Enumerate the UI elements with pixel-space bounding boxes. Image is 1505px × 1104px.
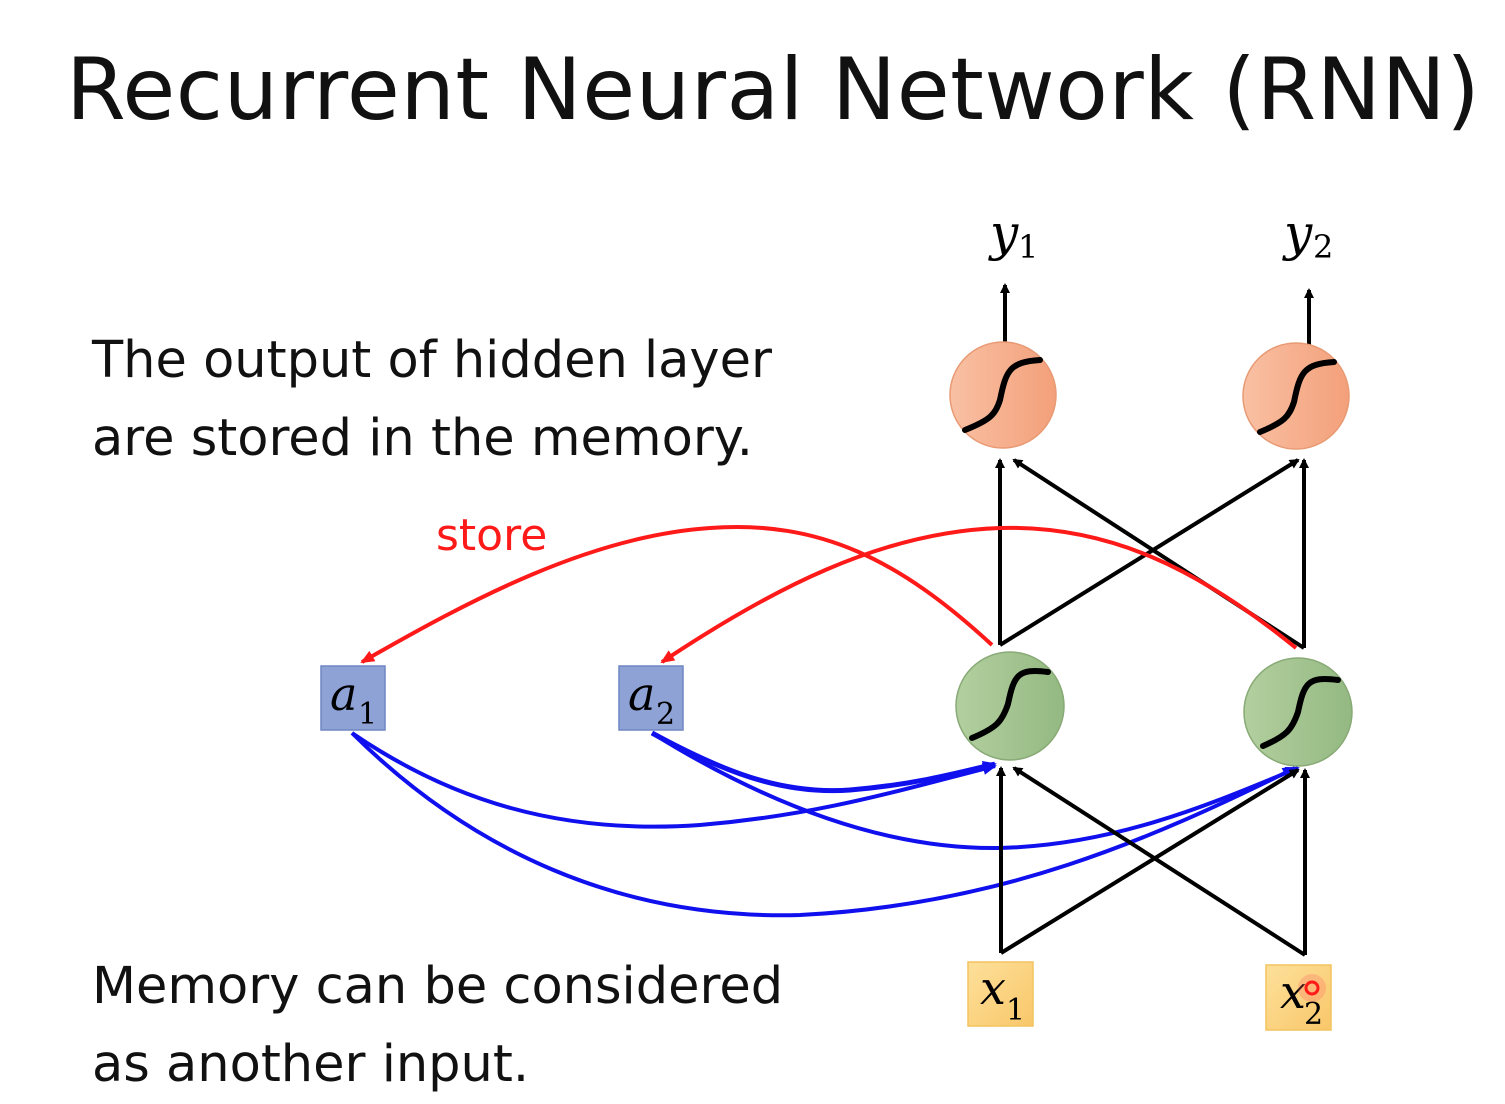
sigmoid-icon bbox=[1257, 359, 1337, 435]
slide-title: Recurrent Neural Network (RNN) bbox=[66, 40, 1481, 140]
sigmoid-icon bbox=[1260, 676, 1341, 749]
description-line: Memory can be considered bbox=[92, 957, 784, 1016]
memory-a1-to-hidden1 bbox=[350, 731, 997, 829]
store-arrow-hidden1-to-a1 bbox=[360, 525, 994, 664]
hidden-neuron-2 bbox=[1243, 657, 1353, 767]
input-var: x bbox=[1280, 965, 1306, 1019]
memory-var: a bbox=[628, 667, 655, 721]
input-sub: 1 bbox=[1006, 993, 1025, 1028]
description-line: are stored in the memory. bbox=[92, 409, 753, 468]
hidden-neuron-1 bbox=[955, 651, 1065, 761]
pointer-cursor-icon bbox=[1298, 974, 1326, 1002]
input2-to-hidden1 bbox=[1012, 766, 1307, 957]
input-box-x2: x 2 bbox=[1265, 964, 1332, 1032]
description-line: The output of hidden layer bbox=[92, 331, 772, 390]
output-label-y1: y 1 bbox=[988, 204, 1038, 266]
output-neuron-1 bbox=[949, 341, 1057, 449]
memory-var: a bbox=[330, 667, 357, 721]
input-box-x1: x 1 bbox=[967, 961, 1034, 1028]
output-sub: 2 bbox=[1313, 228, 1333, 266]
output-sub: 1 bbox=[1018, 228, 1038, 266]
output-var: y bbox=[988, 204, 1019, 262]
output-label-y2: y 2 bbox=[1282, 204, 1333, 266]
description-memory-input: Memory can be considered as another inpu… bbox=[92, 948, 783, 1104]
input-sub: 2 bbox=[1304, 997, 1323, 1032]
output-neuron-2 bbox=[1242, 342, 1350, 450]
store-label: store bbox=[436, 510, 548, 561]
input1-to-hidden2 bbox=[999, 768, 1300, 955]
sigmoid-icon bbox=[962, 357, 1043, 433]
hidden1-to-output2 bbox=[998, 458, 1300, 647]
description-line: as another input. bbox=[92, 1035, 530, 1094]
output-var: y bbox=[1282, 204, 1313, 262]
memory-a1-to-hidden2 bbox=[350, 731, 1297, 918]
input-var: x bbox=[980, 961, 1006, 1015]
memory-box-a2: a 2 bbox=[618, 665, 684, 732]
memory-sub: 2 bbox=[656, 697, 675, 732]
sigmoid-icon bbox=[969, 668, 1051, 741]
store-arrow-hidden2-to-a2 bbox=[660, 525, 1298, 664]
memory-a2-to-hidden1 bbox=[650, 730, 997, 794]
memory-box-a1: a 1 bbox=[320, 665, 386, 732]
memory-sub: 1 bbox=[358, 697, 377, 732]
description-hidden-output: The output of hidden layer are stored in… bbox=[92, 322, 772, 478]
